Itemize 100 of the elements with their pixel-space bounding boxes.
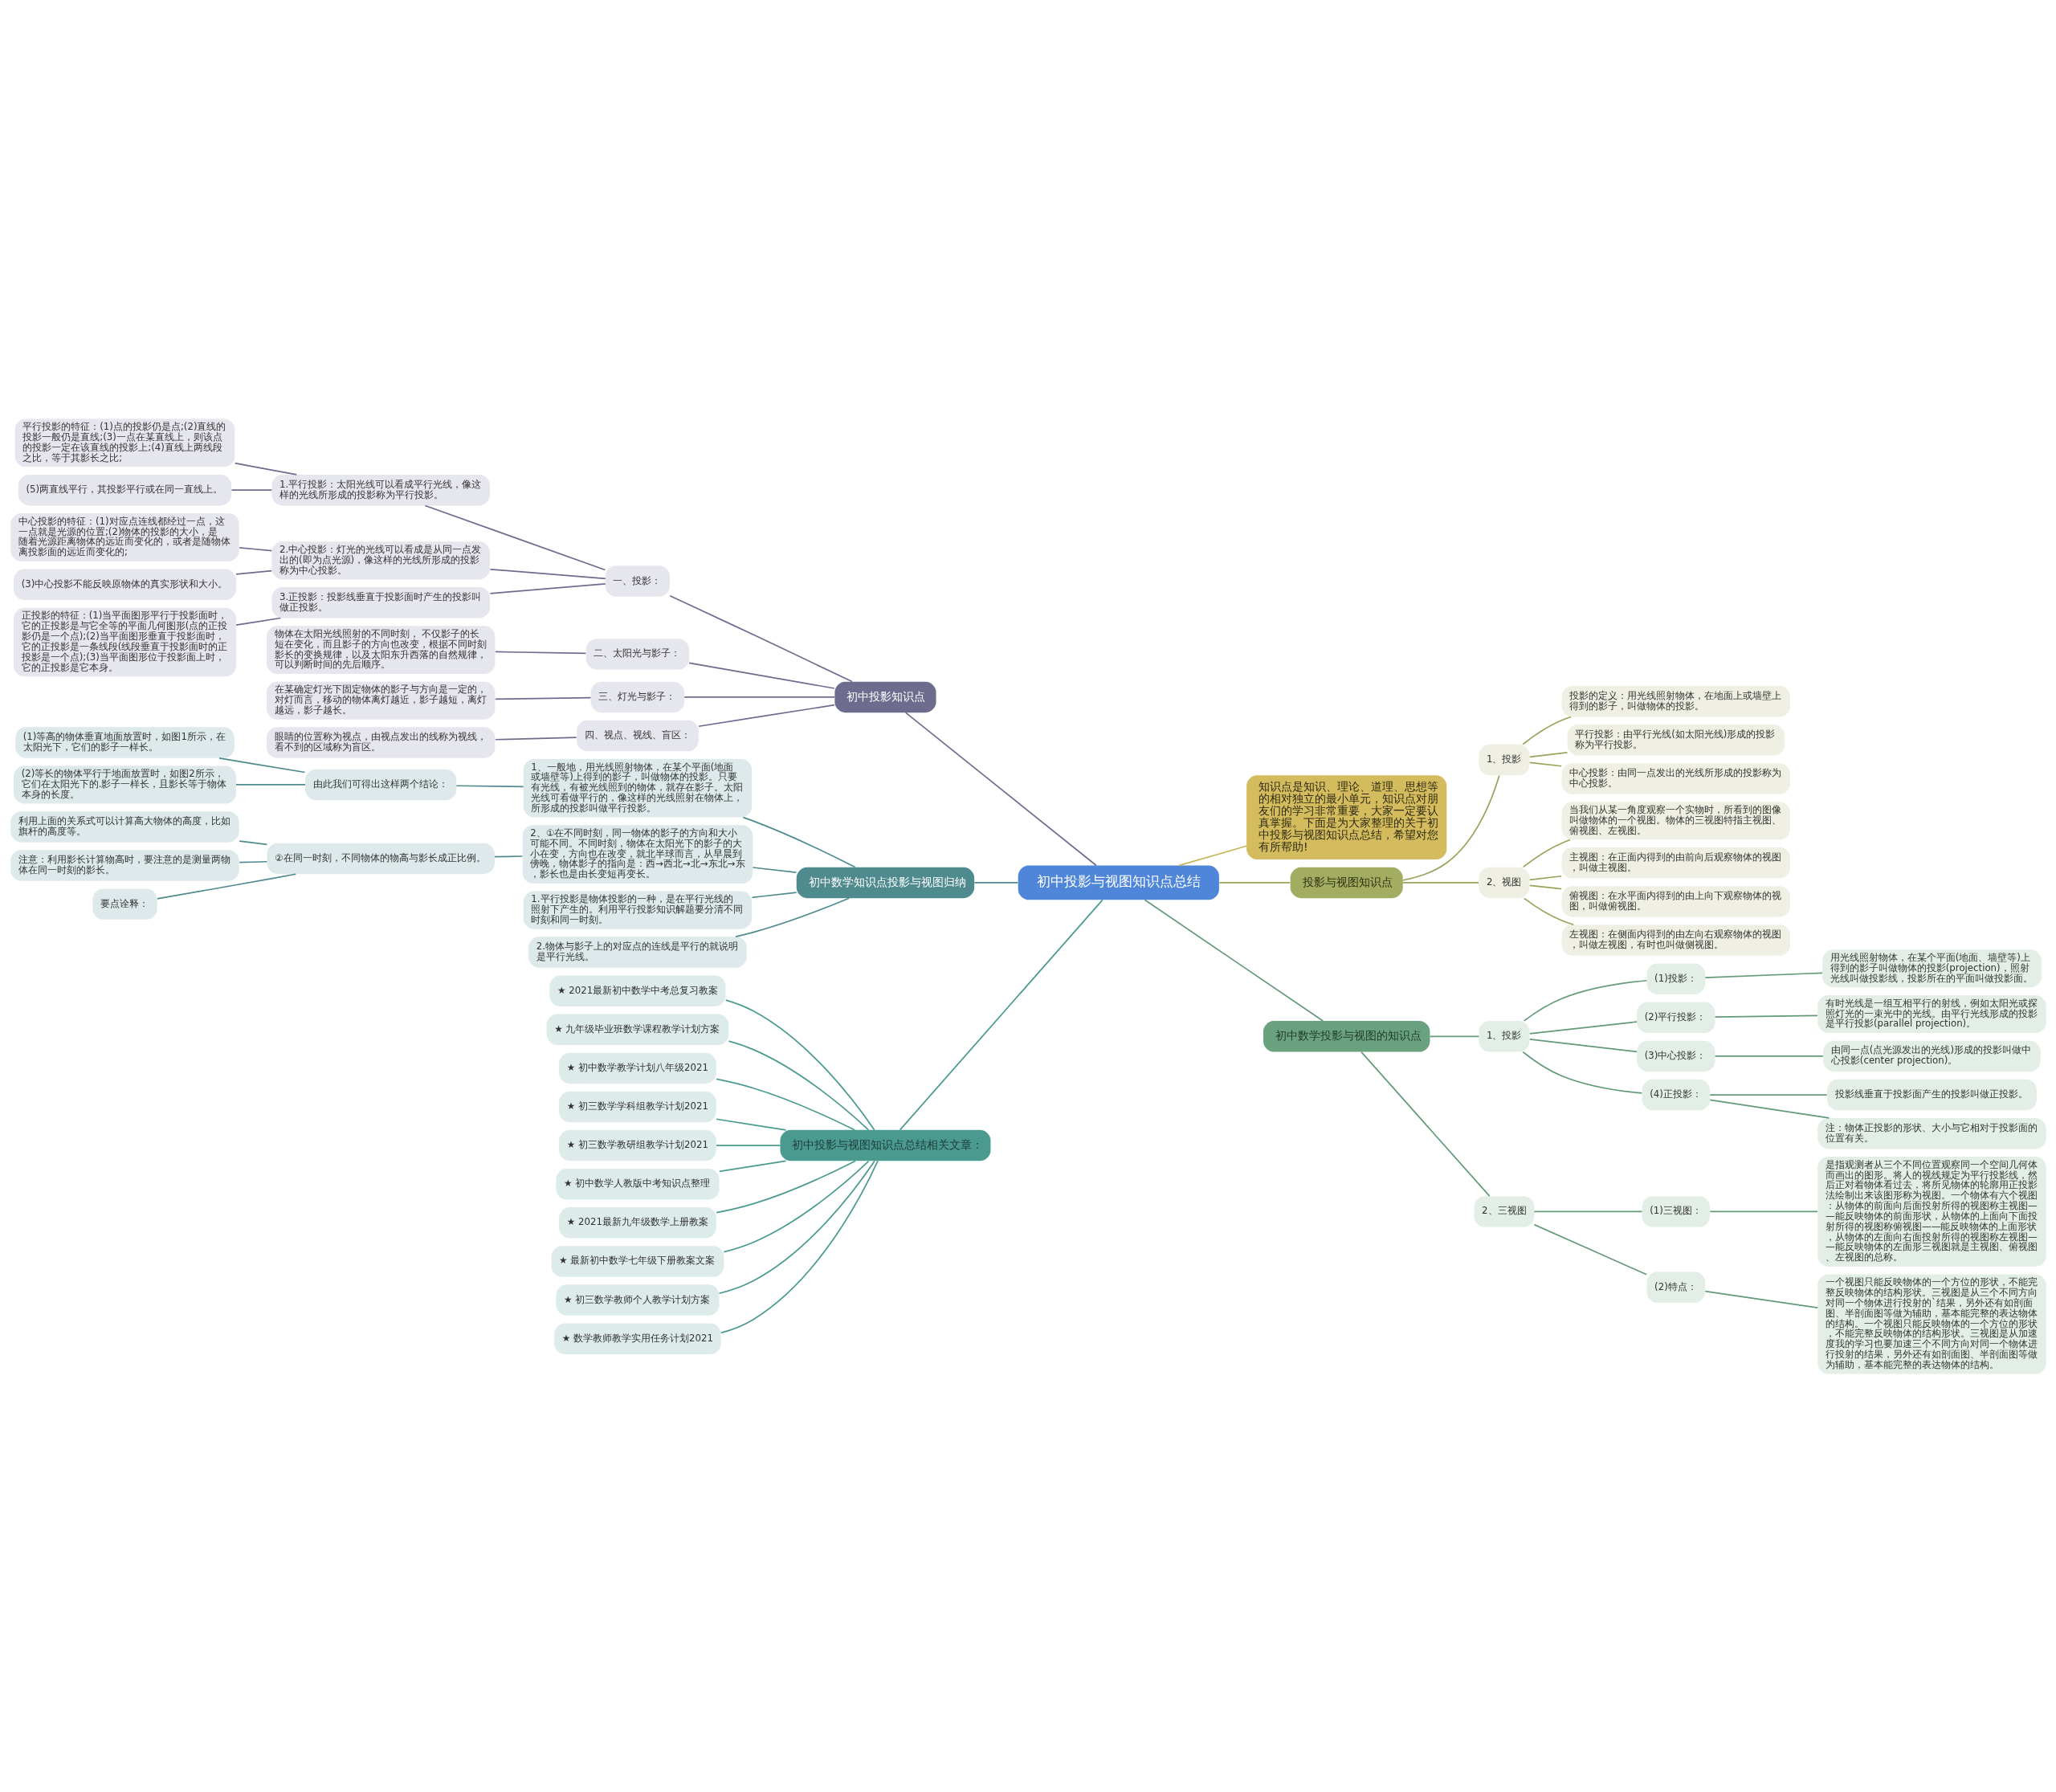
connector (715, 1160, 856, 1214)
node-box: (1)等高的物体垂直地面放置时，如图1所示，在太阳光下，它们的影子一样长。 (14, 726, 235, 758)
node-box: 当我们从某一角度观察一个实物时，所看到的图像叫做物体的一个视图。物体的三视图特指主视图、俯视图、左视图。 (1561, 801, 1790, 839)
connector (218, 757, 305, 773)
connector (1708, 1093, 1828, 1096)
node-box: ★ 2021最新九年级数学上册教案 (558, 1206, 716, 1239)
connector (752, 866, 797, 873)
node-box: 用光线照射物体，在某个平面(地面、墙壁等)上得到的影子叫做物体的投影(projection)，照射光线叫做投影线，投影所在的平面叫做投影面。 (1821, 949, 2042, 987)
node-box: 投影的定义：用光线照射物体，在地面上或墙壁上得到的影子，叫做物体的投影。 (1561, 685, 1790, 716)
connector (1528, 1020, 1638, 1035)
connector (1703, 971, 1823, 978)
connector (1528, 751, 1568, 757)
connector (494, 696, 591, 700)
connector (1528, 1038, 1638, 1052)
node-box: 知识点是知识、理论、道理、思想等的相对独立的最小单元，知识点对朋友们的学习非常重要，大家一定要认真掌握。下面是为大家整理的关于初中投影与视图知识点总结，希望对您有所帮助! (1246, 774, 1446, 859)
node-box: ★ 初三数学教研组教学计划2021 (558, 1129, 716, 1161)
connector (424, 504, 606, 570)
node-box: 2.物体与影子上的对应点的连线是平行的就说明是平行光线。 (528, 936, 747, 968)
node-box: 主视图：在正面内得到的由前向后观察物体的视图，叫做主视图。 (1561, 847, 1790, 879)
node-box: 初中投影与视图知识点总结 (1018, 865, 1219, 900)
connector (899, 899, 1103, 1130)
connector (1523, 897, 1574, 925)
node-box: (2)等长的物体平行于地面放置时，如图2所示，它们在太阳光下的.影子一样长，且影长等于物体本身的长度。 (13, 765, 236, 803)
connector (1523, 979, 1647, 1022)
connector (156, 872, 296, 900)
connector (683, 696, 835, 698)
connector (1521, 1051, 1642, 1094)
node-box: 2、三视图 (1474, 1195, 1534, 1227)
node-box: (2)特点： (1646, 1271, 1705, 1303)
connector (234, 462, 297, 476)
node-box: (1)投影： (1646, 962, 1705, 994)
connector (235, 783, 306, 786)
connector (494, 736, 577, 741)
node-box: ★ 数学教师教学实用任务计划2021 (553, 1323, 721, 1354)
node-box: 1、一般地，用光线照射物体，在某个平面(地面或墙壁等)上得到的影子，叫做物体的投影。只要有光线，有被光线照到的物体，就存在影子。太阳光线可看做平行的，像这样的光线照射在物体上，所形成的投影叫做平行投影。 (523, 758, 752, 818)
node-box: (3)中心投影： (1636, 1040, 1715, 1072)
node-box: ★ 初中数学人教版中考知识点整理 (555, 1168, 719, 1199)
connector (238, 546, 272, 551)
node-box: 1、投影 (1478, 1020, 1529, 1052)
node-box: 中心投影：由同一点发出的光线所形成的投影称为中心投影。 (1561, 762, 1790, 794)
connector (1708, 1098, 1830, 1119)
node-box: 三、灯光与影子： (590, 681, 684, 712)
node-box: 投影线垂直于投影面产生的投影叫做正投影。 (1826, 1079, 2037, 1110)
connector (1429, 1035, 1479, 1037)
node-box: ★ 2021最新初中数学中考总复习教案 (549, 974, 726, 1006)
node-box: 2、①在不同时刻，同一物体的影子的方向和大小可能不同。不同时刻，物体在太阳光下的影子的大小在变，方向也在改变，就北半球而言，从早晨到傍晚，物体影子的指向是：西→西北→北→东北→东，影长也是由长变短再变长。 (522, 824, 753, 884)
node-box: 中心投影的特征：(1)对应点连线都经过一点，这一点就是光源的位置;(2)物体的投影的大小，是随着光源距离物体的远近而变化的，或者是随物体离投影面的远近而变化的; (10, 512, 239, 561)
connector (728, 1039, 869, 1131)
node-box: ★ 初三数学教师个人教学计划方案 (555, 1284, 719, 1316)
node-box: (1)三视图： (1642, 1195, 1710, 1227)
node-box: 要点诠释： (92, 888, 157, 920)
connector (1360, 1051, 1491, 1197)
node-box: (3)中心投影不能反映原物体的真实形状和大小。 (13, 569, 236, 600)
node-box: ②在同一时刻，不同物体的物高与影长成正比例。 (267, 843, 495, 874)
node-box: 平行投影的特征：(1)点的投影仍是点;(2)直线的投影一般仍是直线;(3)一点在某直线上，则该点的投影一定在该直线的投影上;(4)直线上两线段之比，等于其影长之比; (14, 418, 235, 467)
node-box: 1、投影 (1478, 744, 1529, 775)
connector (1522, 839, 1571, 867)
node-box: 四、视点、视线、盲区： (576, 720, 699, 751)
connector (1144, 898, 1324, 1022)
node-box: 初中投影与视图知识点总结相关文章： (779, 1129, 990, 1161)
node-box: 1.平行投影：太阳光线可以看成平行光线，像这样的光线所形成的投影称为平行投影。 (271, 474, 490, 505)
connector (1218, 881, 1291, 884)
connector (235, 617, 281, 626)
connector (1708, 1210, 1818, 1212)
connector (489, 582, 606, 594)
connector (720, 1160, 879, 1333)
connector (718, 1160, 787, 1172)
connector (1533, 1223, 1647, 1276)
node-box: (5)两直线平行，其投影平行或在同一直线上。 (18, 474, 231, 505)
connector (238, 860, 267, 863)
node-box: 投影与视图知识点 (1290, 867, 1403, 898)
connector (493, 855, 523, 857)
connector (1528, 884, 1562, 890)
connector (687, 662, 835, 689)
node-box: 二、太阳光与影子： (585, 638, 689, 670)
connector (1528, 761, 1562, 767)
connector (668, 594, 853, 682)
connector (904, 711, 1097, 866)
connector (1703, 1290, 1818, 1308)
node-box: 初中数学投影与视图的知识点 (1263, 1020, 1430, 1052)
connector (697, 704, 835, 727)
node-box: 由同一点(点光源发出的光线)形成的投影叫做中心投影(center projection)。 (1822, 1040, 2041, 1072)
node-box: 物体在太阳光线照射的不同时刻， 不仅影子的长短在变化，而且影子的方向也改变，根据不同时刻影长的变换规律，以及太阳东升西落的自然规律，可以判断时间的先后顺序。 (266, 625, 495, 674)
node-box: ★ 最新初中数学七年级下册教案文案 (550, 1245, 724, 1277)
connector (489, 568, 606, 579)
node-box: 初中投影知识点 (834, 681, 936, 712)
node-box: 在某确定灯光下固定物体的影子与方向是一定的，对灯而言，移动的物体离灯越近，影子越短，离灯越远，影子越长。 (266, 681, 495, 720)
node-box: 利用上面的关系式可以计算高大物体的高度，比如旗杆的高度等。 (10, 810, 239, 843)
node-box: 俯视图：在水平面内得到的由上向下观察物体的视图，叫做俯视图。 (1561, 885, 1790, 917)
connector (973, 881, 1018, 884)
connector (718, 1160, 875, 1294)
connector (1521, 716, 1572, 745)
node-box: 2.中心投影：灯光的光线可以看成是从同一点发出的(即为点光源)，像这样的光线所形成的投影称为中心投影。 (271, 541, 490, 579)
connector (238, 839, 267, 845)
node-box: 注意：利用影长计算物高时，要注意的是测量两物体在同一时刻的影长。 (10, 849, 239, 881)
connector (724, 998, 875, 1131)
connector (742, 816, 855, 867)
connector (494, 651, 586, 654)
node-box: 2、视图 (1478, 867, 1529, 898)
connector (1714, 1055, 1824, 1057)
